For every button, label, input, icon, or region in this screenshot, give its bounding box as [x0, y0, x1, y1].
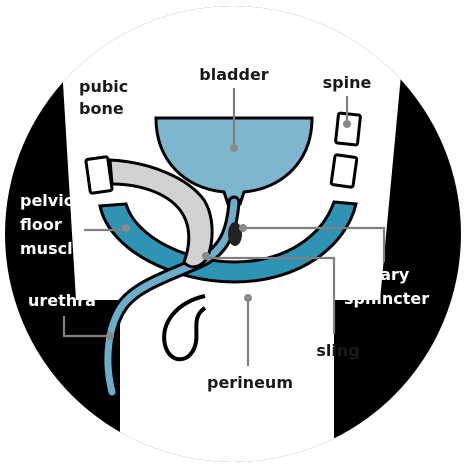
pelvic-floor-dot — [122, 224, 130, 232]
spine-dot — [343, 120, 351, 128]
urethra-dot — [106, 332, 114, 340]
pelvic-floor-label-line2: floor — [20, 215, 62, 234]
spine-vertebra-1 — [334, 111, 362, 147]
urethra-leader — [62, 316, 108, 338]
spine-label: spine — [323, 73, 372, 92]
perineal-bulge — [162, 294, 207, 362]
bladder-dot — [230, 144, 238, 152]
urethra-label: urethra — [28, 291, 96, 310]
sling-leader — [208, 256, 336, 334]
pubic-bone-end — [84, 155, 114, 195]
pubic-bone-label-line2: bone — [79, 99, 124, 118]
urinary-sphincter-dot — [239, 224, 247, 232]
perineum-dot — [244, 294, 252, 302]
pelvic-floor-label-line1: pelvic — [20, 191, 73, 210]
perineum-label: perineum — [207, 373, 293, 392]
spine-vertebra-2 — [329, 153, 359, 189]
urinary-sphincter-label-line1: urinary — [344, 265, 410, 284]
urinary-sphincter-label-line2: sphincter — [344, 289, 429, 308]
pubic-bone-label-line1: pubic — [79, 77, 128, 96]
urinary-sphincter-shape — [228, 222, 242, 246]
pubic-bone-shape — [108, 158, 214, 269]
sling-label: sling — [316, 341, 359, 360]
pelvic-floor-label-line3: muscle — [20, 239, 84, 258]
urinary-sphincter-leader — [244, 226, 386, 262]
bladder-label: bladder — [199, 65, 268, 84]
urethra-tube-fill — [104, 198, 238, 396]
sling-dot — [202, 252, 210, 260]
